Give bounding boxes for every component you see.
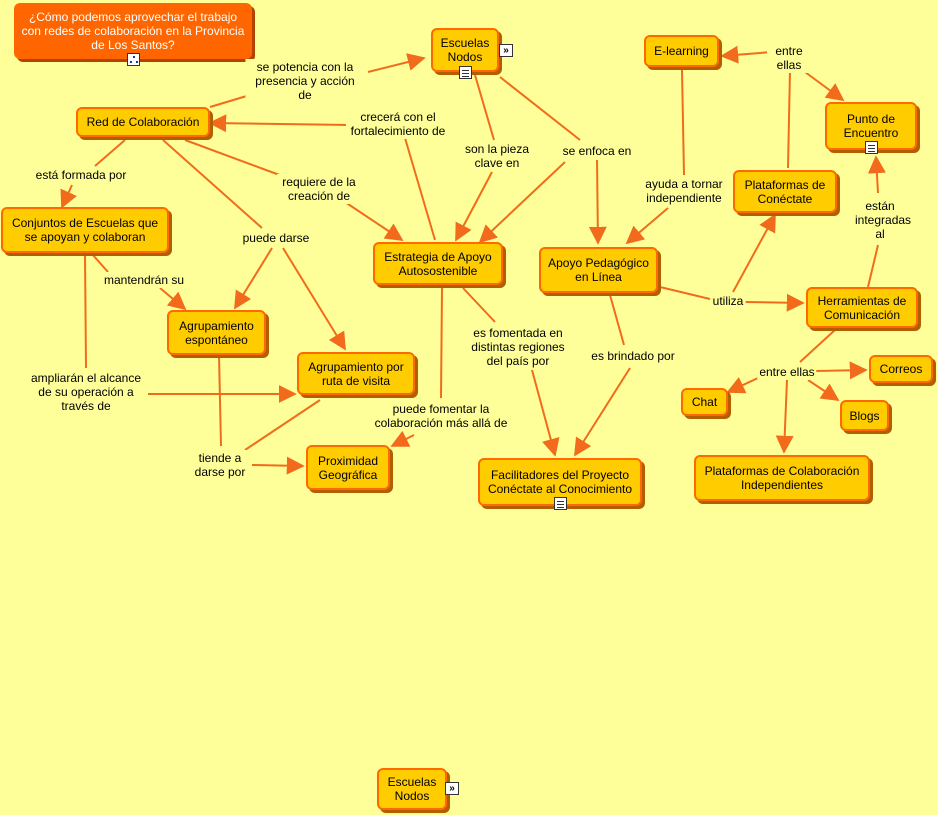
node-red-de-colaboracion[interactable]: Red de Colaboración <box>76 107 210 137</box>
document-icon[interactable] <box>459 66 472 79</box>
link-estan-integradas: están integradas al <box>853 198 912 242</box>
focus-question-node[interactable]: ¿Cómo podemos aprovechar el trabajo con … <box>14 3 252 59</box>
link-son-la-pieza: son la pieza clave en <box>460 141 534 171</box>
node-correos[interactable]: Correos <box>869 355 933 383</box>
node-agrupamiento-por-ruta[interactable]: Agrupamiento por ruta de visita <box>297 352 415 395</box>
node-escuelas-nodos[interactable]: Escuelas Nodos <box>431 28 499 72</box>
node-escuelas-nodos-secondary[interactable]: Escuelas Nodos <box>377 768 447 810</box>
node-proximidad-geografica[interactable]: Proximidad Geográfica <box>306 445 390 490</box>
document-icon[interactable] <box>865 141 878 154</box>
link-es-fomentada: es fomentada en distintas regiones del p… <box>466 325 570 369</box>
link-crecera: crecerá con el fortalecimiento de <box>346 109 450 139</box>
link-tiende-a: tiende a darse por <box>188 450 252 480</box>
link-es-brindado: es brindado por <box>589 348 677 364</box>
link-requiere: requiere de la creación de <box>277 174 361 204</box>
node-herramientas-de-comunicacion[interactable]: Herramientas de Comunicación <box>806 287 918 328</box>
link-entre-ellas: entre ellas <box>757 364 817 380</box>
double-chevron-right-icon[interactable]: » <box>445 782 459 795</box>
node-plataformas-de-conectate[interactable]: Plataformas de Conéctate <box>733 170 837 213</box>
double-chevron-right-icon[interactable]: » <box>499 44 513 57</box>
link-utiliza: utiliza <box>710 293 746 309</box>
node-agrupamiento-espontaneo[interactable]: Agrupamiento espontáneo <box>167 310 266 355</box>
link-se-enfoca: se enfoca en <box>560 143 634 159</box>
focus-question-text: ¿Cómo podemos aprovechar el trabajo con … <box>21 10 245 52</box>
link-esta-formada: está formada por <box>33 167 129 183</box>
link-se-potencia: se potencia con la presencia y acción de <box>245 59 365 103</box>
concept-map-icon[interactable] <box>127 53 140 66</box>
link-ayuda-a-tornar: ayuda a tornar independiente <box>637 176 731 206</box>
link-ampliaran: ampliarán el alcance de su operación a t… <box>24 370 148 414</box>
link-puede-darse: puede darse <box>240 230 312 246</box>
node-e-learning[interactable]: E-learning <box>644 35 719 67</box>
document-icon[interactable] <box>554 497 567 510</box>
node-blogs[interactable]: Blogs <box>840 400 889 431</box>
link-entre-ellas-top: entre ellas <box>767 43 811 73</box>
node-apoyo-pedagogico[interactable]: Apoyo Pedagógico en Línea <box>539 247 658 293</box>
node-plataformas-de-colaboracion[interactable]: Plataformas de Colaboración Independient… <box>694 455 870 501</box>
node-estrategia-de-apoyo[interactable]: Estrategia de Apoyo Autosostenible <box>373 242 503 285</box>
node-conjuntos-de-escuelas[interactable]: Conjuntos de Escuelas que se apoyan y co… <box>1 207 169 253</box>
link-puede-fomentar: puede fomentar la colaboración más allá … <box>369 401 513 431</box>
node-chat[interactable]: Chat <box>681 388 728 416</box>
link-mantendran: mantendrán su <box>101 272 187 288</box>
